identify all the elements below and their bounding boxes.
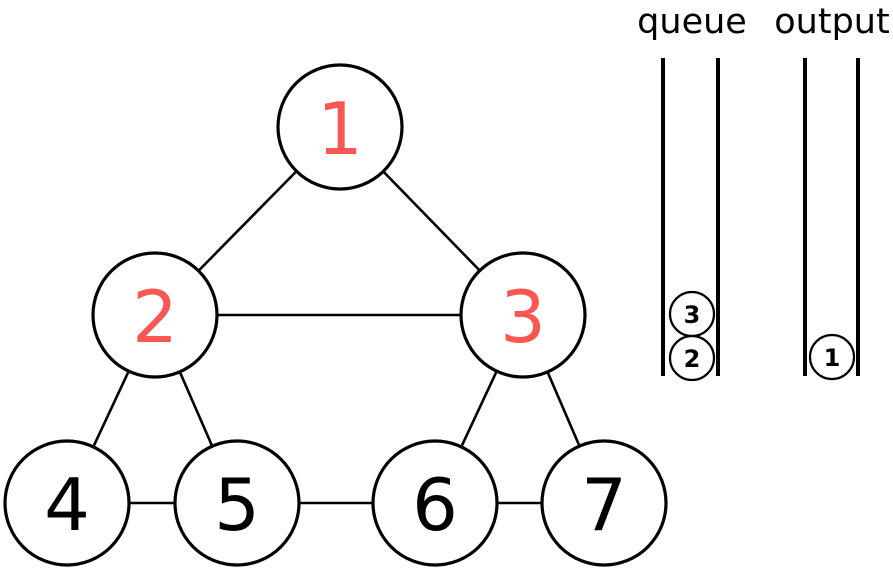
graph-node-label-4: 4: [44, 463, 90, 547]
graph-edge-layer: [91, 168, 582, 505]
panel-title-output: output: [774, 2, 889, 42]
graph-node-circle-2[interactable]: [91, 251, 219, 379]
graph-node-label-7: 7: [581, 463, 627, 547]
graph-node-3[interactable]: 3: [459, 251, 587, 379]
graph-edge-3-6: [459, 368, 499, 450]
graph-node-label-6: 6: [412, 463, 458, 547]
graph-node-label-1: 1: [317, 87, 363, 171]
panel-token-circle-queue-1[interactable]: [668, 334, 716, 382]
graph-node-circle-1[interactable]: [276, 63, 404, 191]
panel-token-queue-2[interactable]: 2: [668, 334, 716, 382]
panel-token-output-1[interactable]: 1: [808, 333, 856, 381]
graph-node-4[interactable]: 4: [3, 439, 131, 567]
graph-node-6[interactable]: 6: [371, 439, 499, 567]
graph-node-label-5: 5: [214, 463, 260, 547]
graph-node-5[interactable]: 5: [173, 439, 301, 567]
graph-node-7[interactable]: 7: [540, 439, 668, 567]
graph-node-circle-3[interactable]: [459, 251, 587, 379]
panel-token-label-queue-1: 2: [684, 345, 701, 373]
graph-node-circle-4[interactable]: [3, 439, 131, 567]
graph-node-label-2: 2: [132, 275, 178, 359]
graph-node-circle-7[interactable]: [540, 439, 668, 567]
graph-node-circle-5[interactable]: [173, 439, 301, 567]
graph-edge-1-3: [380, 169, 483, 273]
graph-node-circle-6[interactable]: [371, 439, 499, 567]
panel-title-queue: queue: [637, 2, 747, 42]
panel-output: output 1: [774, 2, 890, 381]
graph-edge-1-2: [196, 168, 299, 274]
panel-queue: queue 3 2: [637, 2, 747, 382]
graph-edge-3-7: [545, 369, 582, 449]
graph-edge-2-5: [177, 369, 215, 449]
graph-node-1[interactable]: 1: [276, 63, 404, 191]
graph-edge-2-4: [91, 368, 131, 450]
panel-token-queue-3[interactable]: 3: [668, 290, 716, 338]
panel-token-circle-output-0[interactable]: [808, 333, 856, 381]
panel-token-label-queue-0: 3: [684, 301, 701, 329]
panel-layer: queue 3 2 output 1: [637, 2, 890, 382]
graph-node-2[interactable]: 2: [91, 251, 219, 379]
panel-token-label-output-0: 1: [824, 344, 841, 372]
graph-node-label-3: 3: [500, 275, 546, 359]
graph-node-layer: 1 2 3 4 5 6 7: [3, 63, 668, 567]
